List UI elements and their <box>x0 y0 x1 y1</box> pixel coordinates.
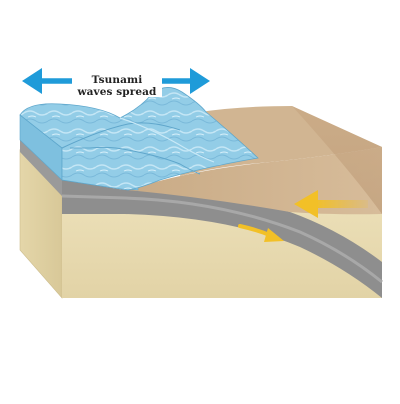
wave-crest-line <box>61 122 181 149</box>
caption-backdrop <box>72 71 162 97</box>
wave-front-line <box>70 146 201 175</box>
water-surface <box>19 87 259 191</box>
rock-layer-left <box>20 140 62 196</box>
land-top-surface <box>128 147 382 215</box>
wave-ridge-line <box>119 117 215 163</box>
subducting-plate <box>62 180 382 298</box>
caption-line-2: waves spread <box>77 86 157 98</box>
land-side-face <box>292 106 382 214</box>
arrow-right-icon <box>238 224 284 242</box>
caption-line-1: Tsunami <box>91 74 143 86</box>
subducting-plate-highlight <box>61 194 383 284</box>
arrow-left-icon <box>294 190 368 218</box>
